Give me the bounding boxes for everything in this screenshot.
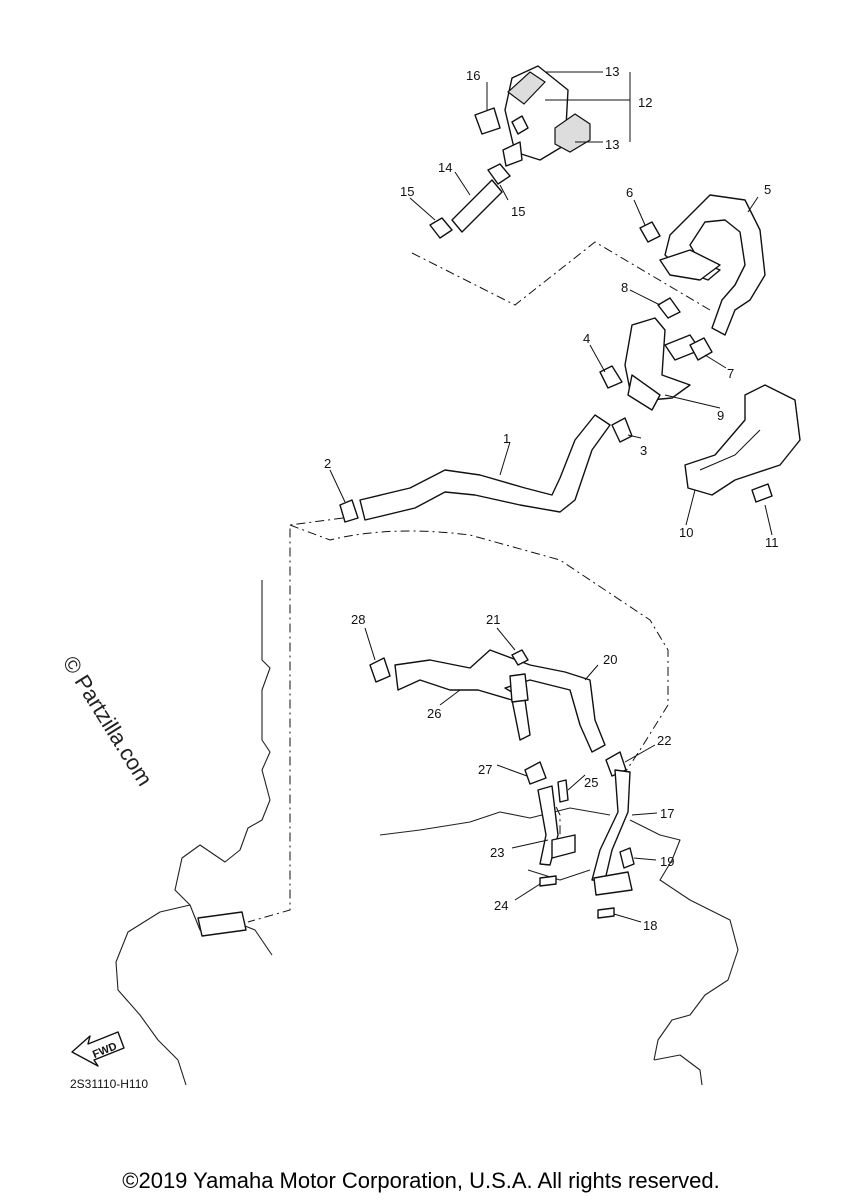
callout-7: 7 [727,366,734,381]
callout-13b: 13 [605,137,619,152]
callout-2: 2 [324,456,331,471]
pipes-17-23 [537,769,635,919]
callout-28: 28 [351,612,365,627]
callout-4: 4 [583,331,590,346]
callout-16: 16 [466,68,480,83]
callout-12: 12 [638,95,652,110]
callout-26: 26 [427,706,441,721]
hose-1 [339,414,633,523]
callout-1: 1 [503,431,510,446]
callout-17: 17 [660,806,674,821]
engine-outline [115,580,739,1086]
hose-20-26 [369,649,627,785]
callout-8: 8 [621,280,628,295]
callout-25: 25 [584,775,598,790]
callout-22: 22 [657,733,671,748]
callout-21: 21 [486,612,500,627]
callout-19: 19 [660,854,674,869]
callout-5: 5 [764,182,771,197]
air-cut-valve-9 [599,297,713,411]
diagram-code: 2S31110-H110 [70,1077,148,1091]
callouts: 1 2 3 4 5 6 7 8 9 10 11 12 13 13 14 15 1… [324,64,779,933]
callout-20: 20 [603,652,617,667]
callout-24: 24 [494,898,508,913]
callout-23: 23 [490,845,504,860]
reed-valve-assembly [474,65,591,167]
callout-11: 11 [765,535,779,550]
callout-3: 3 [640,443,647,458]
fwd-arrow-icon: FWD [71,1031,125,1067]
leader-lines [329,71,773,923]
callout-9: 9 [717,408,724,423]
hose-5 [639,194,766,336]
callout-15b: 15 [511,204,525,219]
callout-13a: 13 [605,64,619,79]
callout-27: 27 [478,762,492,777]
callout-14: 14 [438,160,452,175]
callout-18: 18 [643,918,657,933]
copyright-notice: ©2019 Yamaha Motor Corporation, U.S.A. A… [122,1168,719,1193]
assembly-lines [247,241,711,923]
bracket-10 [684,384,801,503]
hose-14 [429,163,511,239]
callout-6: 6 [626,185,633,200]
callout-10: 10 [679,525,693,540]
callout-15a: 15 [400,184,414,199]
watermark: © Partzilla.com [58,651,158,790]
